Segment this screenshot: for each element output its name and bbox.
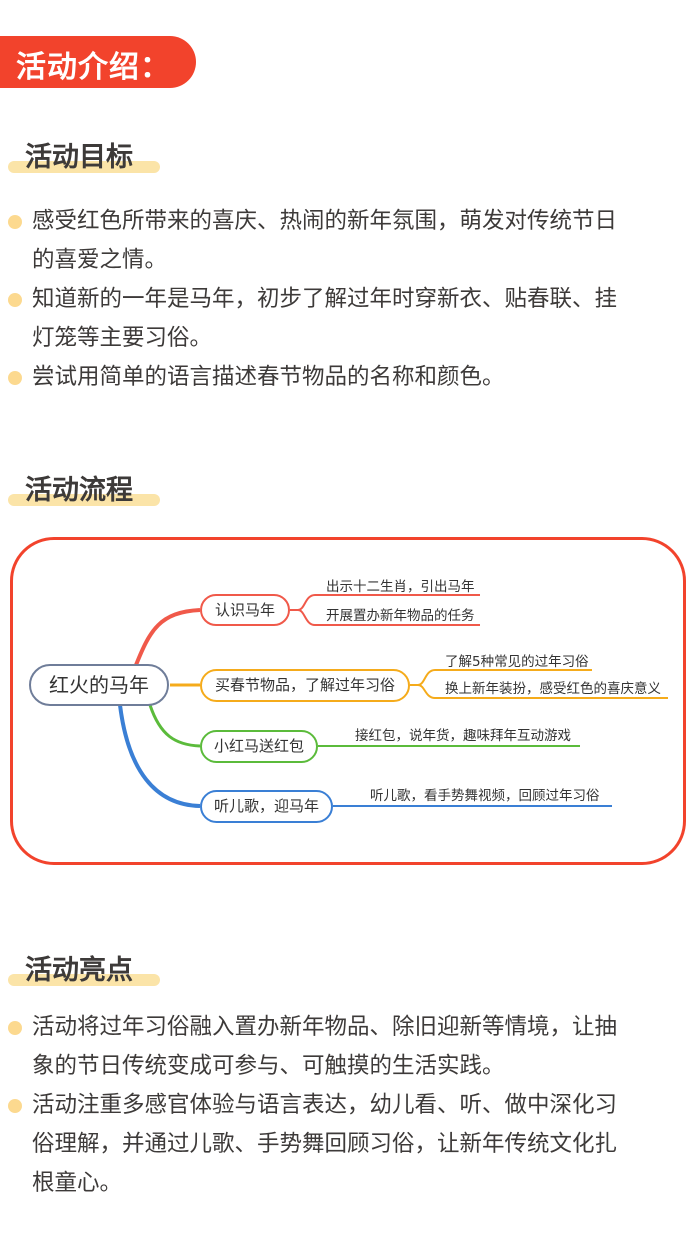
section-title-text: 活动流程 [25, 475, 133, 506]
item-line: 根童心。 [32, 1170, 123, 1196]
item-line: 的喜爱之情。 [32, 247, 168, 273]
mindmap-root-node: 红火的马年 [29, 664, 169, 706]
list-item: 感受红色所带来的喜庆、热闹的新年氛围，萌发对传统节日 的喜爱之情。 [0, 202, 700, 280]
mindmap-leaf: 换上新年装扮，感受红色的喜庆意义 [445, 681, 661, 697]
intro-banner: 活动介绍： [0, 36, 196, 88]
item-line: 尝试用简单的语言描述春节物品的名称和颜色。 [32, 364, 505, 390]
bullet-dot-icon [8, 1099, 22, 1113]
item-line: 灯笼等主要习俗。 [32, 325, 213, 351]
title-highlight [8, 494, 160, 506]
item-line: 知道新的一年是马年，初步了解过年时穿新衣、贴春联、挂 [32, 286, 618, 312]
title-highlight [8, 974, 160, 986]
intro-banner-label: 活动介绍： [16, 50, 171, 85]
mindmap-frame [10, 537, 686, 865]
mindmap-leaf: 开展置办新年物品的任务 [326, 608, 475, 624]
bullet-dot-icon [8, 1021, 22, 1035]
section-title-text: 活动目标 [25, 142, 133, 173]
title-highlight [8, 161, 160, 173]
list-item: 知道新的一年是马年，初步了解过年时穿新衣、贴春联、挂 灯笼等主要习俗。 [0, 280, 700, 358]
list-item: 活动将过年习俗融入置办新年物品、除旧迎新等情境，让抽 象的节日传统变成可参与、可… [0, 1008, 700, 1086]
mindmap-leaf: 接红包，说年货，趣味拜年互动游戏 [355, 728, 571, 744]
mindmap-leaf: 出示十二生肖，引出马年 [326, 579, 475, 595]
item-line: 活动将过年习俗融入置办新年物品、除旧迎新等情境，让抽 [32, 1014, 618, 1040]
mindmap-branch-node: 听儿歌，迎马年 [200, 790, 333, 823]
item-line: 俗理解，并通过儿歌、手势舞回顾习俗，让新年传统文化扎 [32, 1131, 618, 1157]
item-line: 活动注重多感官体验与语言表达，幼儿看、听、做中深化习 [32, 1092, 618, 1118]
bullet-dot-icon [8, 293, 22, 307]
mindmap-branch-node: 认识马年 [200, 594, 290, 626]
highlights-list: 活动将过年习俗融入置办新年物品、除旧迎新等情境，让抽 象的节日传统变成可参与、可… [0, 1008, 700, 1203]
mindmap-branch-node: 小红马送红包 [200, 730, 318, 763]
bullet-dot-icon [8, 371, 22, 385]
section-title-text: 活动亮点 [25, 955, 133, 986]
mindmap-leaf: 听儿歌，看手势舞视频，回顾过年习俗 [370, 788, 600, 804]
goals-list: 感受红色所带来的喜庆、热闹的新年氛围，萌发对传统节日 的喜爱之情。 知道新的一年… [0, 202, 700, 397]
list-item: 尝试用简单的语言描述春节物品的名称和颜色。 [0, 358, 700, 397]
list-item: 活动注重多感官体验与语言表达，幼儿看、听、做中深化习 俗理解，并通过儿歌、手势舞… [0, 1086, 700, 1203]
item-line: 感受红色所带来的喜庆、热闹的新年氛围，萌发对传统节日 [32, 208, 618, 234]
item-line: 象的节日传统变成可参与、可触摸的生活实践。 [32, 1053, 505, 1079]
bullet-dot-icon [8, 215, 22, 229]
mindmap-leaf: 了解5种常见的过年习俗 [445, 654, 589, 670]
mindmap-branch-node: 买春节物品，了解过年习俗 [200, 669, 410, 702]
